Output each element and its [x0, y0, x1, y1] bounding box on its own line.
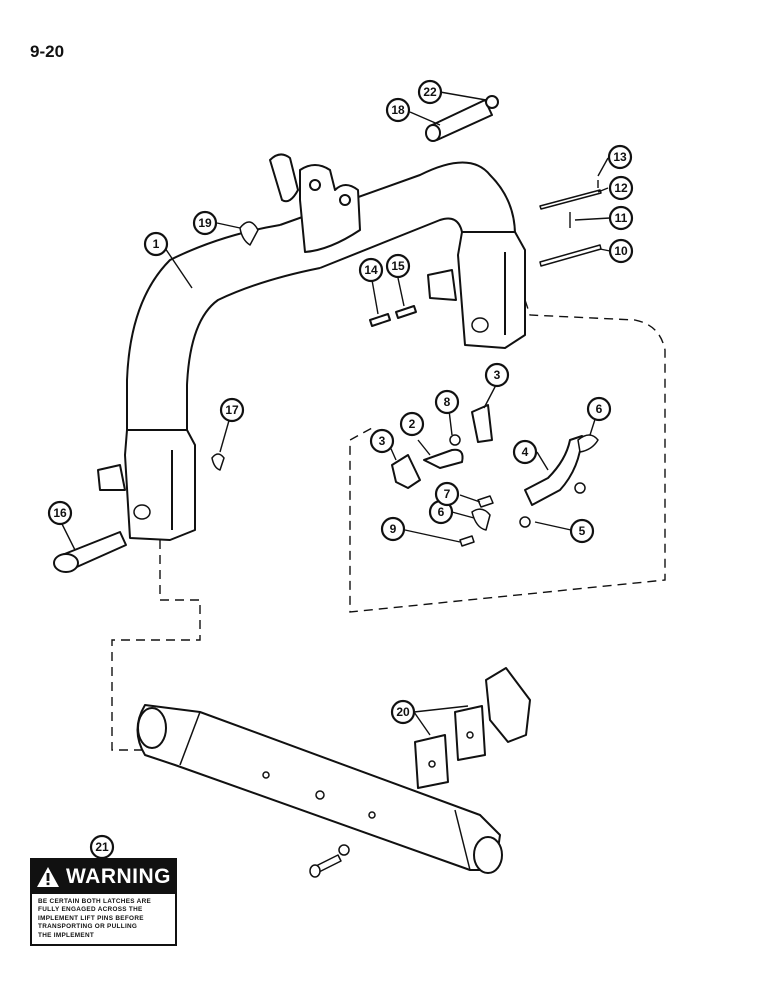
svg-text:11: 11	[615, 211, 628, 225]
warning-line: TRANSPORTING OR PULLING	[38, 923, 138, 931]
clip-19	[239, 221, 259, 246]
pin-top	[425, 95, 499, 142]
callout-3b: 3	[484, 362, 510, 388]
warning-title: WARNING	[66, 865, 171, 888]
dashed-outline-lower	[111, 540, 201, 751]
callout-16: 16	[47, 500, 73, 526]
plate-3-right	[471, 404, 493, 443]
svg-text:13: 13	[613, 150, 627, 164]
callout-19: 19	[192, 210, 218, 236]
callout-17: 17	[219, 397, 245, 423]
pin-large	[53, 531, 127, 573]
svg-text:4: 4	[522, 445, 529, 459]
arm-4	[524, 435, 583, 506]
callout-5: 5	[569, 518, 595, 544]
svg-text:5: 5	[579, 524, 586, 538]
warning-triangle-icon	[37, 867, 59, 887]
callout-14: 14	[358, 257, 384, 283]
warning-line: IMPLEMENT LIFT PINS BEFORE	[38, 914, 144, 922]
svg-text:9: 9	[390, 522, 397, 536]
pin-10	[539, 244, 602, 267]
callout-13: 13	[607, 144, 633, 170]
svg-text:8: 8	[444, 395, 451, 409]
svg-text:3: 3	[494, 368, 501, 382]
svg-text:15: 15	[391, 259, 405, 273]
svg-text:6: 6	[438, 505, 445, 519]
callout-8: 8	[434, 389, 460, 415]
bolt	[309, 844, 350, 878]
svg-text:16: 16	[53, 506, 67, 520]
latch-2	[423, 448, 464, 469]
callout-21: 21	[89, 834, 115, 860]
warning-line: BE CERTAIN BOTH LATCHES ARE	[38, 898, 152, 905]
pin-7	[477, 495, 494, 508]
roll-pin-15	[395, 305, 417, 319]
callout-4: 4	[512, 439, 538, 465]
callout-6a: 6	[586, 396, 612, 422]
left-bracket	[97, 429, 196, 541]
svg-text:6: 6	[596, 402, 603, 416]
callout-18: 18	[385, 97, 411, 123]
svg-text:1: 1	[153, 237, 160, 251]
callout-12: 12	[608, 175, 634, 201]
callout-11: 11	[608, 205, 634, 231]
clamp-6-right	[577, 434, 599, 453]
warning-text: BE CERTAIN BOTH LATCHES ARE FULLY ENGAGE…	[32, 894, 175, 944]
callouts: 1 2 3 3 4 5 6 6 7 8 9 10 11 12 13 14 15 …	[47, 79, 634, 860]
callout-2: 2	[399, 411, 425, 437]
clip-17	[211, 453, 225, 471]
svg-text:19: 19	[198, 216, 212, 230]
callout-1: 1	[143, 231, 169, 257]
callout-22: 22	[417, 79, 443, 105]
clamp-6-left	[471, 508, 491, 531]
svg-text:3: 3	[379, 434, 386, 448]
warning-line: FULLY ENGAGED ACROSS THE	[38, 906, 143, 914]
svg-text:22: 22	[423, 85, 437, 99]
callout-10: 10	[608, 238, 634, 264]
svg-text:17: 17	[225, 403, 239, 417]
lower-drawbar	[136, 704, 503, 874]
callout-9: 9	[380, 516, 406, 542]
page-number: 9-20	[30, 42, 65, 61]
svg-text:14: 14	[364, 263, 378, 277]
bushing-5b	[519, 516, 531, 528]
warning-line: THE IMPLEMENT	[38, 931, 95, 939]
dashed-outline-right	[349, 299, 666, 613]
plate-3-left	[391, 454, 421, 489]
wear-plates	[414, 667, 531, 789]
warning-label: WARNING BE CERTAIN BOTH LATCHES ARE FULL…	[30, 858, 177, 947]
svg-text:20: 20	[396, 705, 410, 719]
nut-8	[449, 434, 461, 446]
pin-12	[539, 189, 602, 210]
leader-lines	[61, 91, 611, 736]
svg-text:12: 12	[614, 181, 628, 195]
callout-20: 20	[390, 699, 416, 725]
right-bracket	[427, 231, 526, 349]
svg-text:10: 10	[614, 244, 628, 258]
callout-15: 15	[385, 253, 411, 279]
svg-text:2: 2	[409, 417, 416, 431]
hitch-tube	[126, 153, 516, 430]
svg-text:7: 7	[444, 487, 451, 501]
roll-pin-14	[369, 313, 391, 327]
bushing-5a	[574, 482, 586, 494]
svg-text:21: 21	[95, 840, 109, 854]
svg-text:18: 18	[391, 103, 405, 117]
warning-header: WARNING	[32, 860, 175, 894]
callout-7: 7	[434, 481, 460, 507]
roll-pin-9	[459, 535, 475, 547]
callout-3a: 3	[369, 428, 395, 454]
